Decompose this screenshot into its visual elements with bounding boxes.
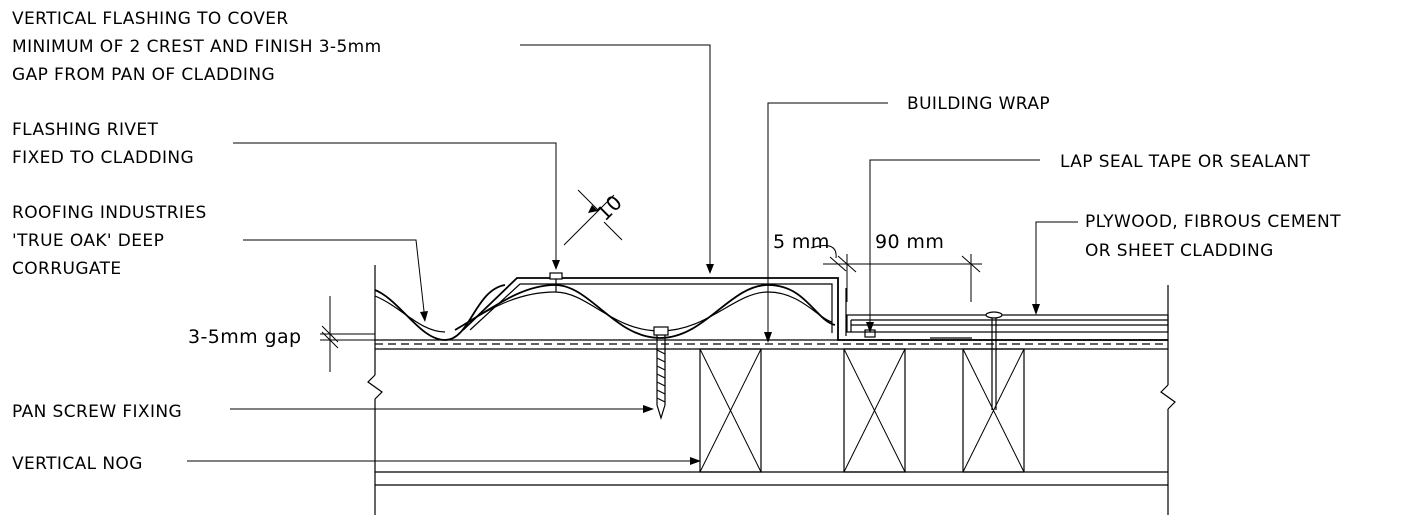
- label-vertical-nog: VERTICAL NOG: [12, 454, 143, 474]
- label-vertical-flashing-line3: GAP FROM PAN OF CLADDING: [12, 65, 275, 85]
- dim10-arrow-1: [588, 205, 598, 213]
- dimension-5-90: [810, 245, 982, 302]
- nog-3-cross-b: [962, 348, 1025, 473]
- dim10-ext-2: [603, 221, 623, 241]
- dim10-line: [563, 194, 615, 246]
- vertical-flashing: [462, 277, 1168, 341]
- break-line-right: [1160, 384, 1176, 410]
- dim-tick-838: [829, 256, 847, 272]
- dimension-10: [563, 189, 623, 246]
- label-roofing-line1: ROOFING INDUSTRIES: [12, 203, 207, 223]
- arrow-plywood: [1032, 304, 1040, 315]
- nog-1-box: [699, 348, 762, 473]
- leader-lap-seal: [869, 159, 1040, 330]
- break-line-left: [367, 374, 383, 400]
- corrugate-profile: [374, 284, 836, 341]
- screw-tip: [656, 404, 666, 421]
- pan-screw: [653, 326, 669, 421]
- cladding-sheet-outer: [846, 314, 1169, 333]
- nog-2-box: [843, 348, 906, 473]
- arrow-roofing: [420, 311, 428, 322]
- arrow-vertical-nog: [690, 457, 701, 465]
- vertical-nog-1: [699, 348, 762, 473]
- vertical-nog-2: [843, 348, 906, 473]
- label-pan-screw: PAN SCREW FIXING: [12, 402, 182, 422]
- corrugate-start: [374, 284, 506, 341]
- label-lap-seal: LAP SEAL TAPE OR SEALANT: [1060, 152, 1310, 172]
- dim10-ext-1: [577, 189, 599, 211]
- label-roofing-line2: 'TRUE OAK' DEEP: [12, 231, 164, 251]
- label-vertical-flashing: VERTICAL FLASHING TO COVER MINIMUM OF 2 …: [12, 9, 382, 85]
- label-plywood-line1: PLYWOOD, FIBROUS CEMENT: [1085, 212, 1341, 232]
- vertical-nog-3: [962, 348, 1025, 473]
- arrow-pan-screw: [643, 405, 654, 413]
- label-dim-90mm: 90 mm: [875, 231, 944, 253]
- label-flashing-rivet: FLASHING RIVET FIXED TO CLADDING: [12, 120, 194, 168]
- arrow-flashing-rivet: [552, 260, 560, 270]
- gap-tick-bottom: [321, 331, 339, 349]
- nog-3-box: [962, 348, 1025, 473]
- corrugate-start-inner: [374, 295, 446, 333]
- leader-flashing-rivet: [233, 142, 557, 268]
- nog-1-cross-b: [699, 348, 762, 473]
- sheet-cladding: [846, 314, 1169, 339]
- leader-lines: [187, 44, 1078, 465]
- dim-tick-971: [961, 255, 981, 273]
- label-plywood: PLYWOOD, FIBROUS CEMENT OR SHEET CLADDIN…: [1085, 212, 1341, 261]
- lap-seal-tape: [864, 329, 876, 338]
- cladding-nail: [985, 311, 1003, 410]
- label-roofing: ROOFING INDUSTRIES 'TRUE OAK' DEEP CORRU…: [12, 203, 207, 279]
- label-roofing-line3: CORRUGATE: [12, 259, 122, 279]
- screw-thread: [656, 349, 666, 403]
- flashing-rivet: [549, 272, 563, 292]
- label-flashing-rivet-line1: FLASHING RIVET: [12, 120, 159, 140]
- label-dim-5mm: 5 mm: [773, 231, 830, 253]
- building-wrap-lines: [375, 339, 1168, 350]
- label-vertical-flashing-line1: VERTICAL FLASHING TO COVER: [12, 9, 289, 29]
- dimension-gap: [320, 296, 375, 372]
- arrow-vertical-flashing: [706, 264, 714, 274]
- label-building-wrap: BUILDING WRAP: [907, 94, 1050, 114]
- dim-tick-847: [837, 255, 857, 273]
- screw-head: [653, 326, 669, 336]
- leader-building-wrap: [767, 102, 888, 340]
- leader-vertical-flashing: [520, 44, 711, 272]
- nail-head: [985, 311, 1003, 319]
- label-plywood-line2: OR SHEET CLADDING: [1085, 241, 1274, 261]
- corrugate-main: [454, 284, 836, 339]
- label-vertical-flashing-line2: MINIMUM OF 2 CREST AND FINISH 3-5mm: [12, 37, 382, 57]
- corrugate-inner: [461, 291, 833, 332]
- flashing-inner: [469, 283, 833, 333]
- gap-tick-top: [321, 325, 339, 343]
- arrow-building-wrap: [764, 332, 772, 343]
- rivet-head: [549, 272, 563, 280]
- label-dim-10: 10: [592, 190, 628, 226]
- leader-plywood: [1035, 221, 1078, 312]
- leader-roofing: [243, 239, 426, 321]
- label-flashing-rivet-line2: FIXED TO CLADDING: [12, 148, 194, 168]
- wall-frame: [367, 265, 1176, 515]
- flashing-outer: [462, 277, 1168, 341]
- arrow-lap-seal: [866, 322, 874, 333]
- label-gap: 3-5mm gap: [188, 326, 301, 348]
- dim5-leader: [810, 245, 837, 259]
- nog-2-cross-b: [843, 348, 906, 473]
